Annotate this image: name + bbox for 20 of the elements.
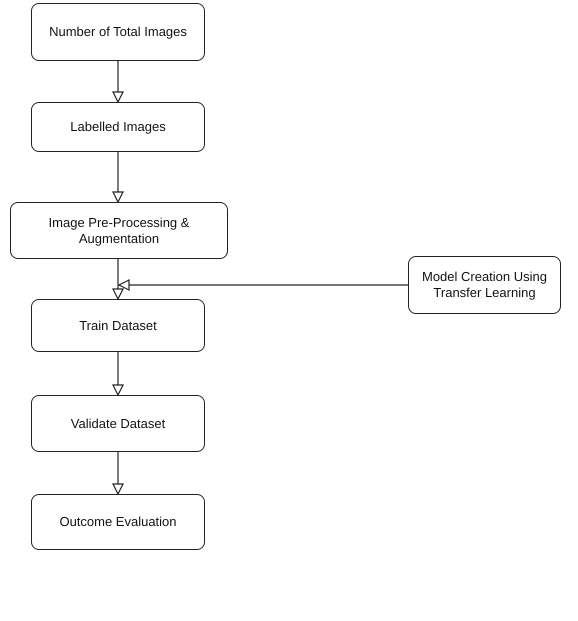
box-label: Number of Total Images: [49, 24, 187, 40]
arrow: [112, 352, 124, 396]
box-label: Validate Dataset: [70, 416, 166, 432]
box-label: Model Creation Using Transfer Learning: [420, 269, 548, 301]
arrow: [112, 452, 124, 495]
process-box: [31, 494, 205, 550]
process-box: [31, 102, 205, 152]
process-box: [408, 256, 561, 314]
box-label: Labelled Images: [70, 119, 166, 135]
box-label: Train Dataset: [79, 318, 157, 334]
arrow: [118, 279, 408, 291]
process-box: [10, 202, 228, 259]
box-label: Outcome Evaluation: [59, 514, 177, 530]
arrow: [112, 259, 124, 300]
process-box: [31, 299, 205, 352]
box-label: Image Pre-Processing & Augmentation: [48, 214, 190, 246]
process-box: [31, 395, 205, 452]
process-box: [31, 3, 205, 61]
arrow: [112, 152, 124, 203]
arrow: [112, 61, 124, 103]
